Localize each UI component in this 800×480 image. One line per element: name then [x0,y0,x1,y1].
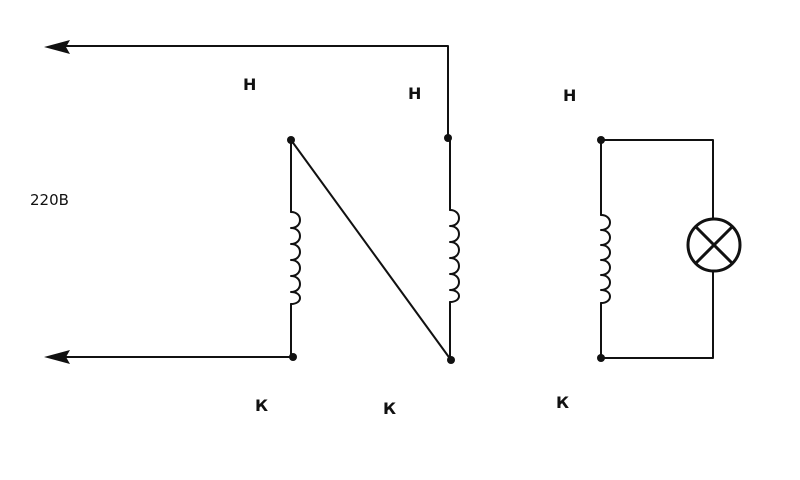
top-supply-wire [63,45,449,139]
junction-dot [444,134,452,142]
coil-1 [290,139,301,358]
coil-2-end-label: К [383,399,397,418]
lamp-top-wire [600,139,714,219]
junction-dot [597,354,605,362]
bottom-arrow-icon [44,350,70,364]
top-arrow-icon [44,40,70,54]
coil-1-start-label: Н [243,75,257,94]
coil-2-start-label: Н [408,84,422,103]
coil-2 [449,137,460,361]
junction-dot [289,353,297,361]
junction-dot [287,136,295,144]
junction-dot [447,356,455,364]
coil-3-end-label: К [556,393,570,412]
lamp-bottom-wire [600,271,714,359]
lamp-icon [686,217,742,273]
voltage-label: 220В [30,191,69,209]
series-link-wire [290,139,452,361]
coil-3 [600,139,611,359]
junction-dot [597,136,605,144]
coil-1-end-label: К [255,396,269,415]
coil-3-start-label: Н [563,86,577,105]
